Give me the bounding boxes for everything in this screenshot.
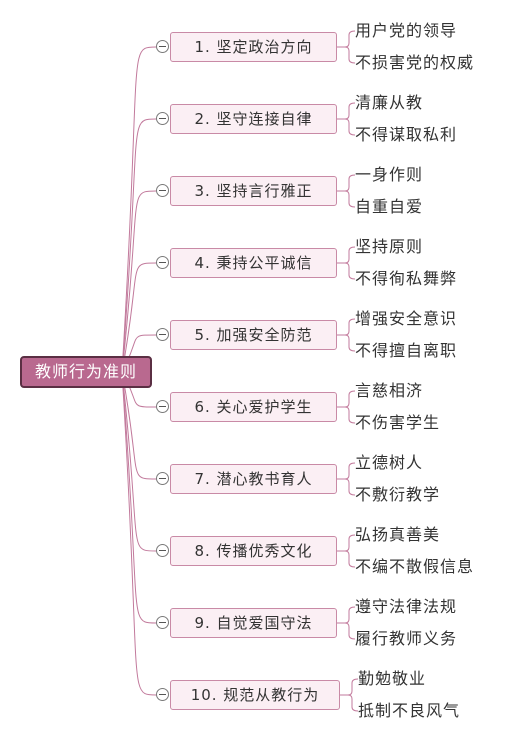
connector-topic-4-sub-1 [337,246,356,264]
connector-topic-6-sub-2 [337,406,356,424]
subtopic-label[interactable]: 坚持原则 [355,237,424,256]
subtopic-label[interactable]: 遵守法律法规 [355,597,458,616]
connector-topic-8-sub-1 [337,534,356,552]
connector-topic-7-sub-1 [337,462,356,480]
connector-root-to-topic-2 [121,118,157,373]
connector-topic-2-sub-2 [337,118,356,136]
collapse-toggle-icon[interactable] [156,256,169,269]
topic-node-6[interactable]: 6. 关心爱护学生 [170,392,337,422]
connector-root-to-topic-8 [121,371,157,552]
connector-topic-3-sub-1 [337,174,356,192]
collapse-toggle-icon[interactable] [156,400,169,413]
subtopic-label[interactable]: 用户党的领导 [355,21,458,40]
subtopic-label[interactable]: 弘扬真善美 [355,525,441,544]
connector-root-to-topic-7 [121,371,157,480]
topic-node-8[interactable]: 8. 传播优秀文化 [170,536,337,566]
connector-topic-5-sub-2 [337,334,356,352]
subtopic-label[interactable]: 不得徇私舞弊 [355,269,458,288]
subtopic-label[interactable]: 不编不散假信息 [355,557,475,576]
connector-topic-10-sub-1 [340,678,359,696]
connector-root-to-topic-9 [121,371,157,624]
topic-node-5[interactable]: 5. 加强安全防范 [170,320,337,350]
subtopic-label[interactable]: 不伤害学生 [355,413,441,432]
root-topic[interactable]: 教师行为准则 [20,356,152,388]
connector-topic-1-sub-2 [337,46,356,64]
topic-node-3[interactable]: 3. 坚持言行雅正 [170,176,337,206]
connector-topic-7-sub-2 [337,478,356,496]
collapse-toggle-icon[interactable] [156,472,169,485]
connector-topic-8-sub-2 [337,550,356,568]
topic-node-9[interactable]: 9. 自觉爱国守法 [170,608,337,638]
subtopic-label[interactable]: 抵制不良风气 [358,701,461,720]
topic-node-4[interactable]: 4. 秉持公平诚信 [170,248,337,278]
connector-topic-2-sub-1 [337,102,356,120]
connector-topic-1-sub-1 [337,30,356,48]
connector-topic-5-sub-1 [337,318,356,336]
topic-node-1[interactable]: 1. 坚定政治方向 [170,32,337,62]
topic-node-7[interactable]: 7. 潜心教书育人 [170,464,337,494]
subtopic-label[interactable]: 不损害党的权威 [355,53,475,72]
connector-root-to-topic-4 [121,262,157,373]
subtopic-label[interactable]: 立德树人 [355,453,424,472]
connector-topic-3-sub-2 [337,190,356,208]
topic-node-10[interactable]: 10. 规范从教行为 [170,680,340,710]
subtopic-label[interactable]: 增强安全意识 [355,309,458,328]
connector-root-to-topic-10 [121,371,157,696]
connector-root-to-topic-1 [121,46,157,373]
connector-topic-9-sub-2 [337,622,356,640]
collapse-toggle-icon[interactable] [156,184,169,197]
collapse-toggle-icon[interactable] [156,616,169,629]
subtopic-label[interactable]: 自重自爱 [355,197,424,216]
subtopic-label[interactable]: 不敷衍教学 [355,485,441,504]
collapse-toggle-icon[interactable] [156,112,169,125]
connector-topic-10-sub-2 [340,694,359,712]
subtopic-label[interactable]: 一身作则 [355,165,424,184]
collapse-toggle-icon[interactable] [156,40,169,53]
connector-topic-6-sub-1 [337,390,356,408]
subtopic-label[interactable]: 履行教师义务 [355,629,458,648]
collapse-toggle-icon[interactable] [156,328,169,341]
subtopic-label[interactable]: 不得擅自离职 [355,341,458,360]
subtopic-label[interactable]: 勤勉敬业 [358,669,427,688]
connector-topic-4-sub-2 [337,262,356,280]
subtopic-label[interactable]: 言慈相济 [355,381,424,400]
connector-topic-9-sub-1 [337,606,356,624]
connector-root-to-topic-3 [121,190,157,373]
subtopic-label[interactable]: 不得谋取私利 [355,125,458,144]
collapse-toggle-icon[interactable] [156,688,169,701]
collapse-toggle-icon[interactable] [156,544,169,557]
subtopic-label[interactable]: 清廉从教 [355,93,424,112]
topic-node-2[interactable]: 2. 坚守连接自律 [170,104,337,134]
